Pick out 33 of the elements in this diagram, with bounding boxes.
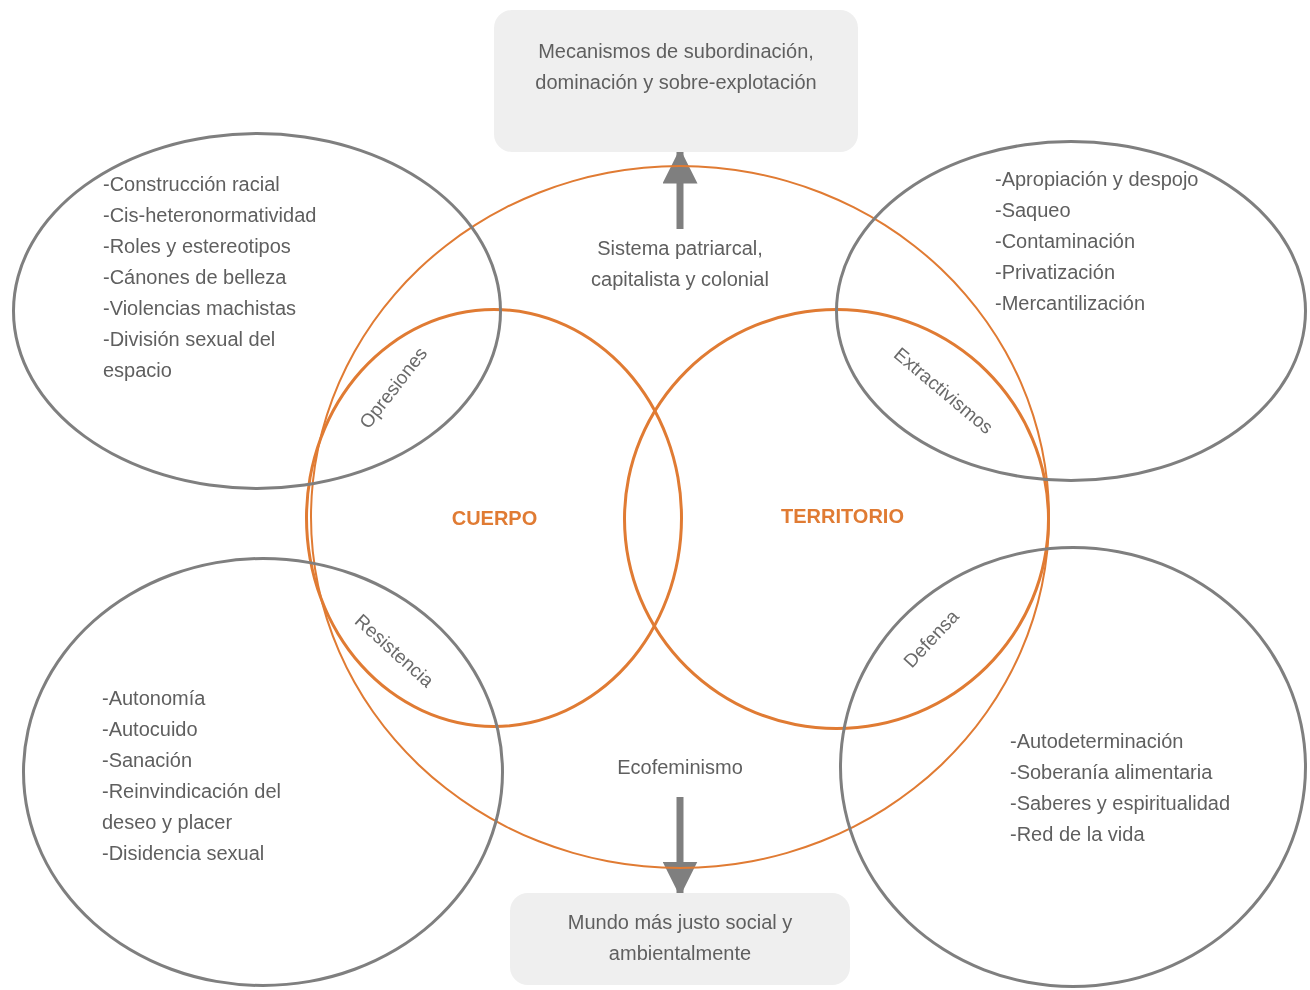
node-text: Sistema patriarcal, capitalista y colonial (560, 233, 800, 295)
list-item: -Disidencia sexual (102, 841, 266, 866)
list-item: -Red de la vida (1010, 822, 1146, 847)
list-item: -Cánones de belleza (103, 265, 288, 290)
ellipse-node (22, 557, 504, 987)
circle-label: CUERPO (450, 505, 539, 531)
list-item: -Autocuido (102, 717, 199, 742)
list-item: -Contaminación (995, 229, 1137, 254)
list-item: -Apropiación y despojo (995, 167, 1200, 192)
node-text: Ecofeminismo (590, 752, 770, 783)
circle-label: TERRITORIO (780, 503, 905, 529)
list-item: -Violencias machistas (103, 296, 298, 321)
list-item: -Privatización (995, 260, 1117, 285)
list-item: -Soberanía alimentaria (1010, 760, 1214, 785)
list-item: -Autodeterminación (1010, 729, 1185, 754)
result-box (510, 893, 850, 985)
list-item: -Autonomía (102, 686, 207, 711)
list-item: -Saqueo (995, 198, 1072, 223)
circle-node (305, 308, 683, 728)
list-item: -Cis-heteronormatividad (103, 203, 318, 228)
list-item: -Sanación (102, 748, 194, 773)
ellipse-node (835, 140, 1307, 482)
list-item: -Saberes y espiritualidad (1010, 791, 1232, 816)
circle-node (623, 308, 1050, 730)
node-text: Mecanismos de subordinación, dominación y sobre-explotación (534, 39, 818, 95)
ellipse-node (12, 132, 502, 490)
heading-box (494, 10, 858, 152)
list-item: -División sexual del espacio (103, 327, 277, 383)
list-item: -Roles y estereotipos (103, 234, 292, 259)
list-item: -Mercantilización (995, 291, 1147, 316)
list-item: -Construcción racial (103, 172, 281, 197)
list-item: -Reinvindicación del deseo y placer (102, 779, 282, 835)
node-text: Mundo más justo social y ambientalmente (566, 910, 794, 966)
